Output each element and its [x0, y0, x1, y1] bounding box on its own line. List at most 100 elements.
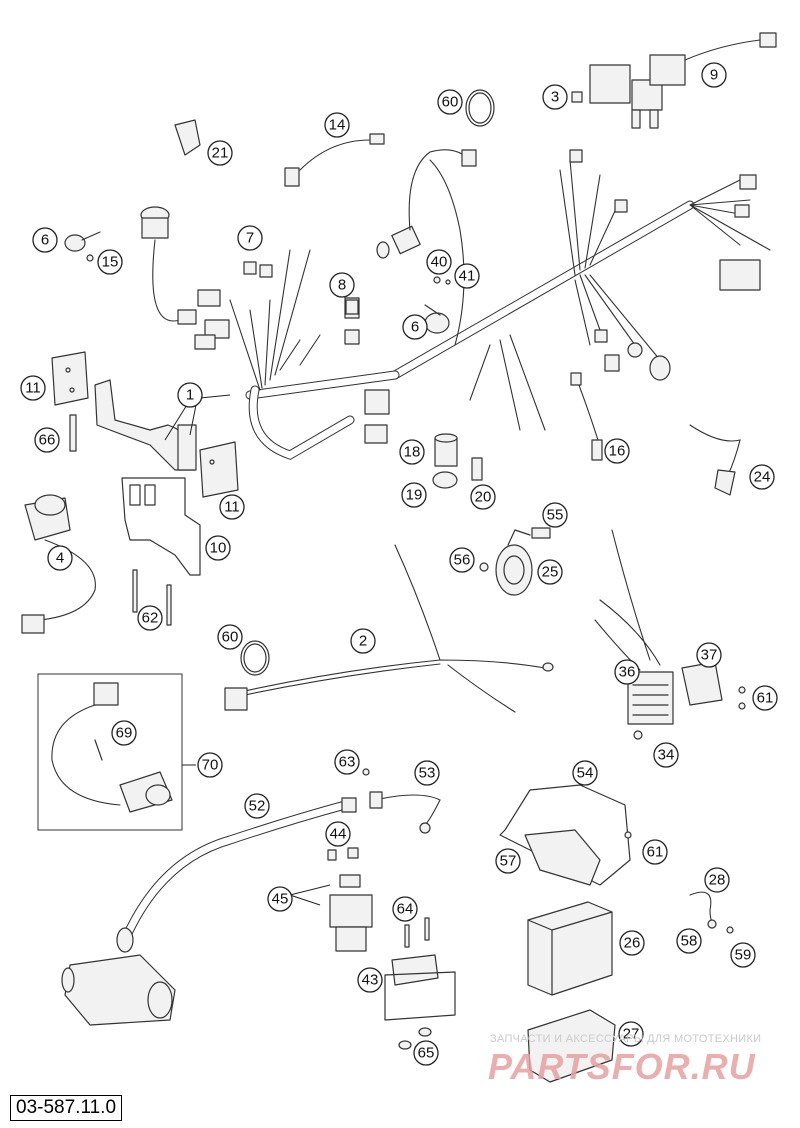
starter-cable-52 — [116, 797, 357, 953]
callout-53: 53 — [414, 760, 440, 786]
svg-text:56: 56 — [454, 552, 471, 569]
callout-63: 63 — [334, 749, 360, 775]
svg-text:60: 60 — [222, 629, 239, 646]
regulator-36 — [594, 529, 746, 740]
svg-text:43: 43 — [362, 972, 379, 989]
svg-text:21: 21 — [212, 145, 229, 162]
svg-text:26: 26 — [624, 935, 641, 952]
svg-text:65: 65 — [418, 1045, 435, 1062]
svg-text:60: 60 — [442, 94, 459, 111]
svg-text:14: 14 — [329, 117, 346, 134]
callout-28: 28 — [704, 867, 730, 893]
starter-relay-45 — [327, 847, 373, 952]
svg-text:24: 24 — [754, 469, 771, 486]
callout-18: 18 — [399, 439, 425, 465]
svg-text:1: 1 — [186, 387, 194, 404]
plate-11-right — [199, 441, 239, 498]
callout-62: 62 — [137, 605, 163, 631]
connectors-8 — [345, 299, 359, 315]
svg-text:53: 53 — [419, 765, 436, 782]
harness-connectors — [194, 149, 761, 444]
callout-41: 41 — [454, 263, 480, 289]
ground-wire-28 — [689, 891, 734, 934]
clip-6-left — [64, 231, 101, 262]
svg-text:8: 8 — [338, 277, 346, 294]
svg-text:7: 7 — [246, 230, 254, 247]
diagram-part-number: 03-587.11.0 — [10, 1095, 123, 1121]
svg-text:27: 27 — [623, 1026, 640, 1043]
callout-6-middle: 6 — [402, 314, 428, 340]
horn-25 — [479, 527, 551, 596]
connectors-7 — [243, 261, 273, 278]
callout-52: 52 — [244, 793, 270, 819]
svg-text:54: 54 — [577, 765, 594, 782]
callout-6-left: 6 — [32, 227, 58, 253]
handlebar-switch-4 — [21, 494, 96, 634]
svg-text:25: 25 — [542, 564, 559, 581]
svg-text:10: 10 — [210, 540, 227, 557]
callout-11-left: 11 — [20, 375, 46, 401]
callout-45: 45 — [267, 886, 293, 912]
callout-40: 40 — [426, 249, 452, 275]
callout-66: 66 — [34, 427, 60, 453]
svg-text:15: 15 — [102, 254, 119, 271]
callout-24: 24 — [749, 464, 775, 490]
battery-holder-54 — [499, 784, 632, 886]
callout-20: 20 — [470, 484, 496, 510]
svg-text:55: 55 — [547, 507, 564, 524]
callout-37: 37 — [696, 642, 722, 668]
svg-text:45: 45 — [272, 891, 289, 908]
callout-27: 27 — [618, 1021, 644, 1047]
svg-text:37: 37 — [701, 647, 718, 664]
svg-text:9: 9 — [710, 67, 718, 84]
svg-text:19: 19 — [406, 487, 423, 504]
svg-text:59: 59 — [735, 947, 752, 964]
hose-clamp-60-middle — [240, 640, 270, 676]
callout-54: 54 — [572, 760, 598, 786]
capacitor-18 — [434, 433, 458, 467]
svg-text:70: 70 — [202, 757, 219, 774]
callout-11-right: 11 — [219, 494, 245, 520]
battery-tray-27 — [527, 1009, 616, 1083]
svg-text:11: 11 — [224, 499, 240, 516]
callout-3: 3 — [542, 84, 568, 110]
svg-text:66: 66 — [39, 432, 56, 449]
sub-harness-2 — [224, 544, 554, 713]
callout-43: 43 — [357, 967, 383, 993]
callout-16: 16 — [604, 438, 630, 464]
svg-text:3: 3 — [551, 89, 559, 106]
svg-text:63: 63 — [339, 754, 356, 771]
watermark-tagline: ЗАПЧАСТИ И АКСЕССУАРЫ ДЛЯ МОТОТЕХНИКИ — [490, 1033, 762, 1045]
svg-text:57: 57 — [500, 853, 517, 870]
callout-1: 1 — [177, 382, 203, 408]
callout-34: 34 — [653, 742, 679, 768]
callout-57: 57 — [495, 848, 521, 874]
svg-text:6: 6 — [41, 232, 49, 249]
callout-15: 15 — [97, 249, 123, 275]
rail — [384, 971, 456, 1021]
svg-text:44: 44 — [330, 826, 347, 843]
callout-70: 70 — [197, 752, 223, 778]
svg-text:40: 40 — [431, 254, 448, 271]
callout-8: 8 — [329, 272, 355, 298]
callout-2: 2 — [350, 628, 376, 654]
part-21 — [174, 119, 201, 156]
svg-text:4: 4 — [56, 550, 64, 567]
callout-55: 55 — [542, 502, 568, 528]
callout-36: 36 — [614, 659, 640, 685]
callout-60-middle: 60 — [217, 624, 243, 650]
svg-text:61: 61 — [647, 844, 664, 861]
ignition-switch — [140, 206, 197, 325]
clip-6-middle — [424, 276, 451, 334]
svg-text:64: 64 — [397, 901, 414, 918]
svg-text:58: 58 — [681, 933, 698, 950]
starter-motor — [61, 954, 176, 1026]
callout-56: 56 — [449, 547, 475, 573]
watermark-logo: PARTSFOR.RU — [488, 1046, 756, 1087]
part-20 — [471, 457, 483, 481]
svg-text:61: 61 — [757, 690, 774, 707]
callout-60-top: 60 — [437, 89, 463, 115]
leader-lines — [164, 394, 331, 906]
callout-58: 58 — [676, 928, 702, 954]
